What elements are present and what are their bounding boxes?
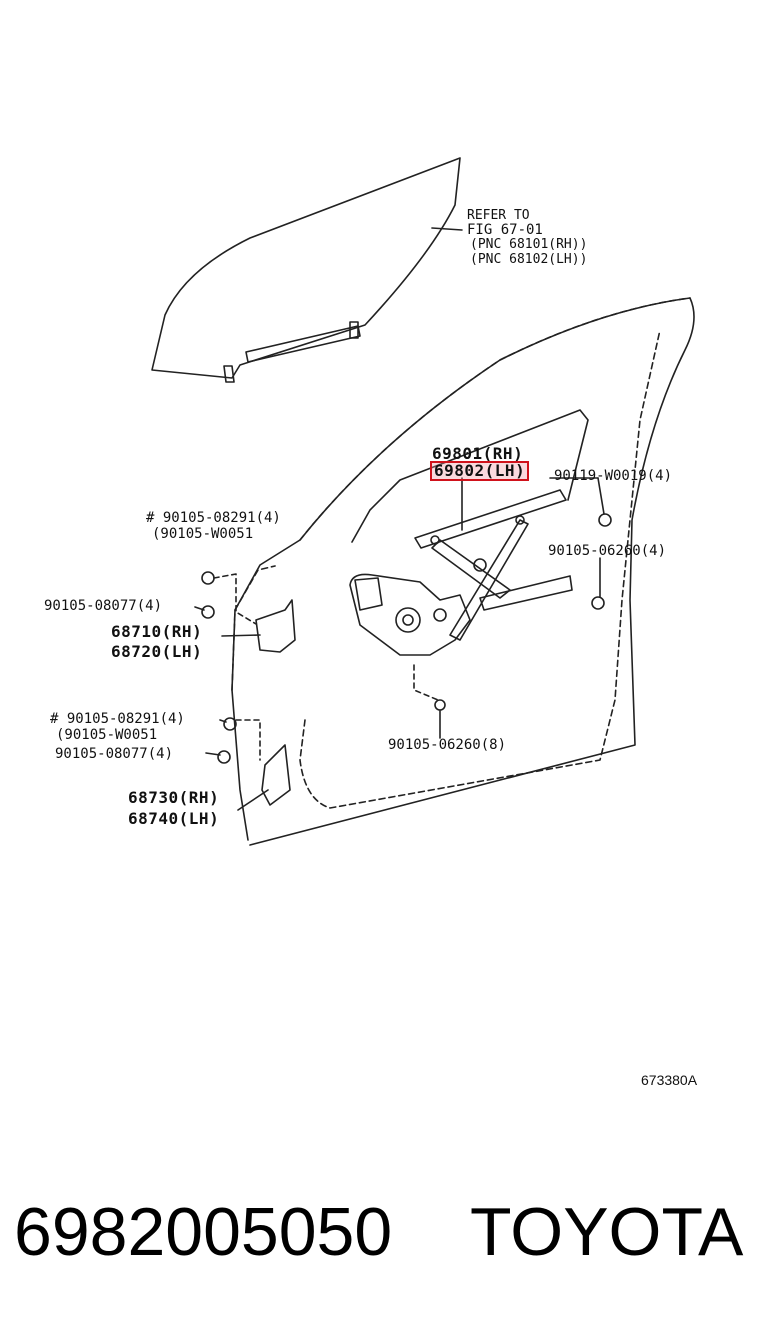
part-90105-08291-a-label[interactable]: # 90105-08291(4) [146,510,281,526]
refer-pnc-lh: (PNC 68102(LH)) [470,252,588,267]
window-regulator [414,489,567,549]
figure-reference: 673380A [641,1072,698,1088]
part-68710-label[interactable]: 68710(RH) [111,622,203,641]
part-68740-label[interactable]: 68740(LH) [128,809,220,828]
refer-to-label: REFER TO [467,208,530,223]
refer-pnc-rh: (PNC 68101(RH)) [470,237,588,252]
part-90105-08077-a-label[interactable]: 90105-08077(4) [44,598,163,614]
part-90105-w0051-b-label[interactable]: (90105-W0051 [56,727,158,743]
part-90105-08077-b-label[interactable]: 90105-08077(4) [55,746,174,762]
part-90105-w0051-a-label[interactable]: (90105-W0051 [152,526,254,542]
part-number-title: 6982005050 [14,1194,393,1270]
lower-hinge [261,744,291,806]
upper-hinge [255,599,296,653]
part-90105-08291-b-label[interactable]: # 90105-08291(4) [50,711,185,727]
window-motor [349,573,471,656]
part-90119-label[interactable]: 90119-W0019(4) [554,468,673,484]
part-68720-label[interactable]: 68720(LH) [111,642,203,661]
brand-title: TOYOTA [470,1194,744,1270]
part-69801-label[interactable]: 69801(RH) [432,444,524,463]
refer-fig-label: FIG 67-01 [467,222,543,238]
part-68730-label[interactable]: 68730(RH) [128,788,220,807]
part-69802-label-highlighted[interactable]: 69802(LH) [430,461,530,481]
part-90105-06260-b-label[interactable]: 90105-06260(8) [388,737,507,753]
door-glass [151,157,461,379]
part-90105-06260-a-label[interactable]: 90105-06260(4) [548,543,667,559]
